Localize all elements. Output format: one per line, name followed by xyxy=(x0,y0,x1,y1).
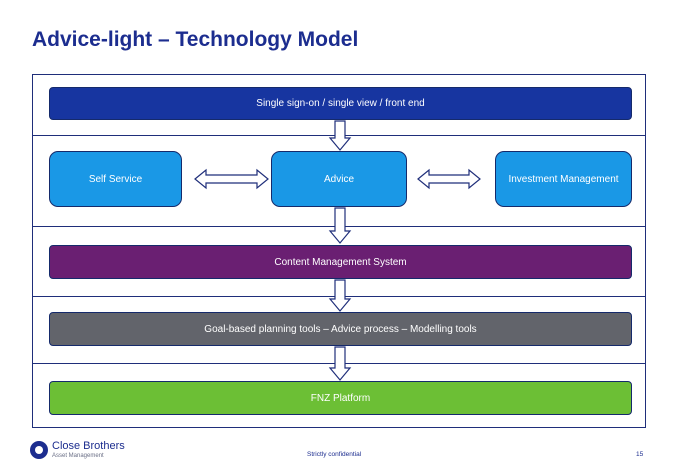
confidentiality-label: Strictly confidential xyxy=(307,451,362,458)
logo-subtitle: Asset Management xyxy=(52,453,104,459)
fnz-platform-layer: FNZ Platform xyxy=(49,381,632,415)
diagram-frame xyxy=(32,74,646,428)
advice-box: Advice xyxy=(271,151,407,207)
down-arrow-icon xyxy=(328,346,352,381)
cms-layer: Content Management System xyxy=(49,245,632,279)
double-arrow-icon xyxy=(417,168,481,190)
down-arrow-icon xyxy=(328,207,352,244)
close-brothers-logo: Close Brothers Asset Management xyxy=(30,440,150,466)
down-arrow-icon xyxy=(328,279,352,312)
logo-name: Close Brothers xyxy=(52,440,125,452)
page-title: Advice-light – Technology Model xyxy=(32,28,359,51)
investment-management-box: Investment Management xyxy=(495,151,632,207)
close-brothers-logo-icon xyxy=(30,441,48,459)
down-arrow-icon xyxy=(328,120,352,151)
self-service-box: Self Service xyxy=(49,151,182,207)
sso-layer: Single sign-on / single view / front end xyxy=(49,87,632,120)
goal-tools-layer: Goal-based planning tools – Advice proce… xyxy=(49,312,632,346)
page-number: 15 xyxy=(636,451,644,458)
double-arrow-icon xyxy=(194,168,269,190)
